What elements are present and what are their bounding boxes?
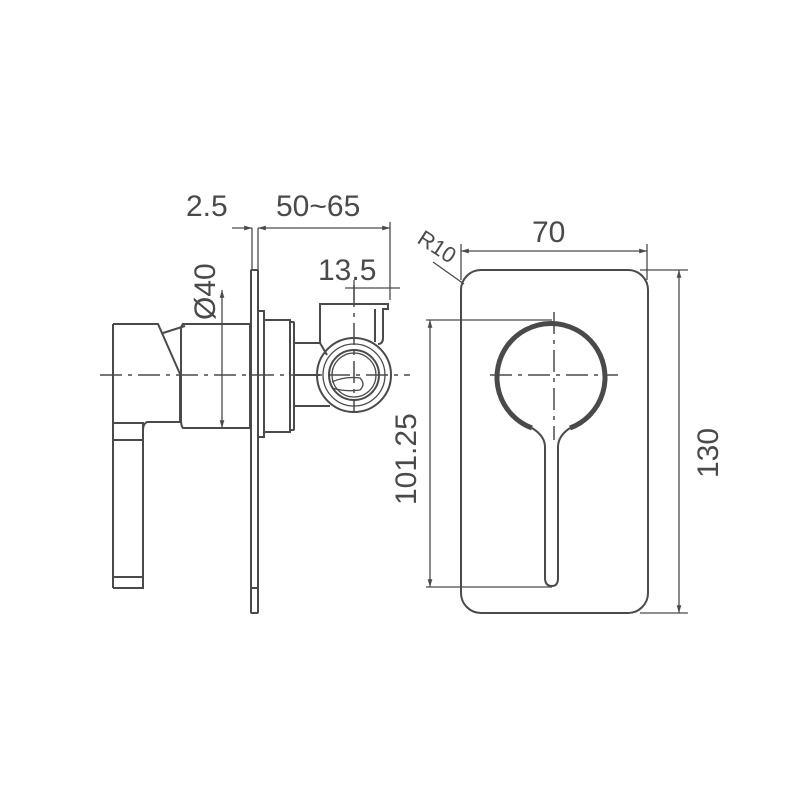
handle-length-label: 101.25 — [390, 413, 423, 505]
side-dimension-lines — [219, 222, 400, 428]
body-depth-label: 50~65 — [276, 190, 360, 223]
body-diameter-label: Ø40 — [189, 263, 222, 320]
plate-thickness-label: 2.5 — [186, 190, 228, 223]
valve-body-side — [180, 323, 251, 429]
corner-radius-label: R10 — [413, 225, 460, 268]
front-view: 70 R10 130 101.25 — [390, 216, 725, 614]
lever-handle-front — [490, 312, 618, 588]
outlet-fitting-side — [294, 285, 392, 413]
outlet-offset-label: 13.5 — [318, 254, 376, 287]
height-label: 130 — [692, 428, 725, 478]
side-view: 2.5 50~65 13.5 Ø40 — [100, 190, 410, 614]
width-label: 70 — [532, 216, 565, 249]
lever-handle-side — [112, 323, 186, 589]
front-dimension-lines — [426, 244, 688, 614]
wall-plate-side — [250, 269, 295, 614]
cover-plate-front — [460, 269, 649, 614]
